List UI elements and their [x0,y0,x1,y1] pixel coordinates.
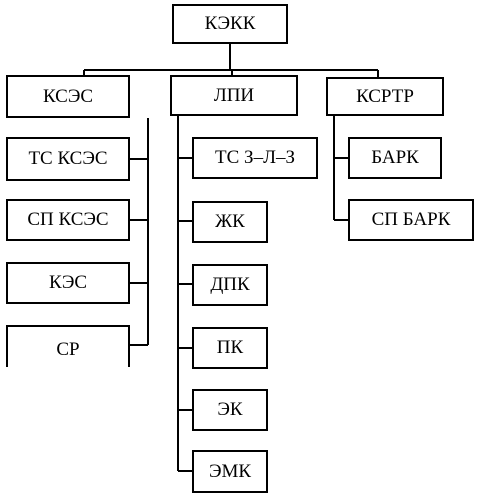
connector-lines [83,44,379,472]
branch-node-3-label: КСРТР [356,85,414,107]
child-node-2-4-label: ПК [216,337,244,358]
child-node-2-3: ДПК [192,264,268,306]
child-node-3-2: СП БАРК [348,199,474,241]
child-node-1-4-label: СР [56,339,80,360]
child-node-2-6: ЭМК [192,450,268,493]
child-node-1-2: СП КСЭС [6,199,130,241]
child-node-1-3-label: КЭС [48,272,88,293]
child-node-1-1: ТС КСЭС [6,137,130,181]
child-node-1-2-label: СП КСЭС [27,209,109,230]
child-node-2-2-label: ЖК [215,211,245,232]
child-node-2-1: ТС З–Л–З [192,137,318,179]
child-node-2-5: ЭК [192,389,268,431]
child-node-3-2-label: СП БАРК [371,209,451,230]
root-node-label: КЭКК [204,13,256,34]
branch-node-1-label: КСЭС [42,85,94,107]
child-node-1-4: СР [6,325,130,367]
child-node-2-4: ПК [192,327,268,369]
child-node-2-2: ЖК [192,201,268,243]
branch-node-2-label: ЛПИ [213,84,255,106]
child-node-2-5-label: ЭК [217,399,243,420]
branch-node-1: КСЭС [6,75,130,118]
child-node-1-1-label: ТС КСЭС [28,148,108,169]
root-node: КЭКК [172,4,288,44]
child-node-2-1-label: ТС З–Л–З [215,147,295,168]
child-node-2-3-label: ДПК [210,274,250,295]
child-node-2-6-label: ЭМК [208,460,252,482]
child-node-3-1: БАРК [348,137,442,179]
branch-node-2: ЛПИ [170,75,298,116]
branch-node-3: КСРТР [326,77,444,116]
child-node-3-1-label: БАРК [371,147,419,168]
child-node-1-3: КЭС [6,262,130,304]
